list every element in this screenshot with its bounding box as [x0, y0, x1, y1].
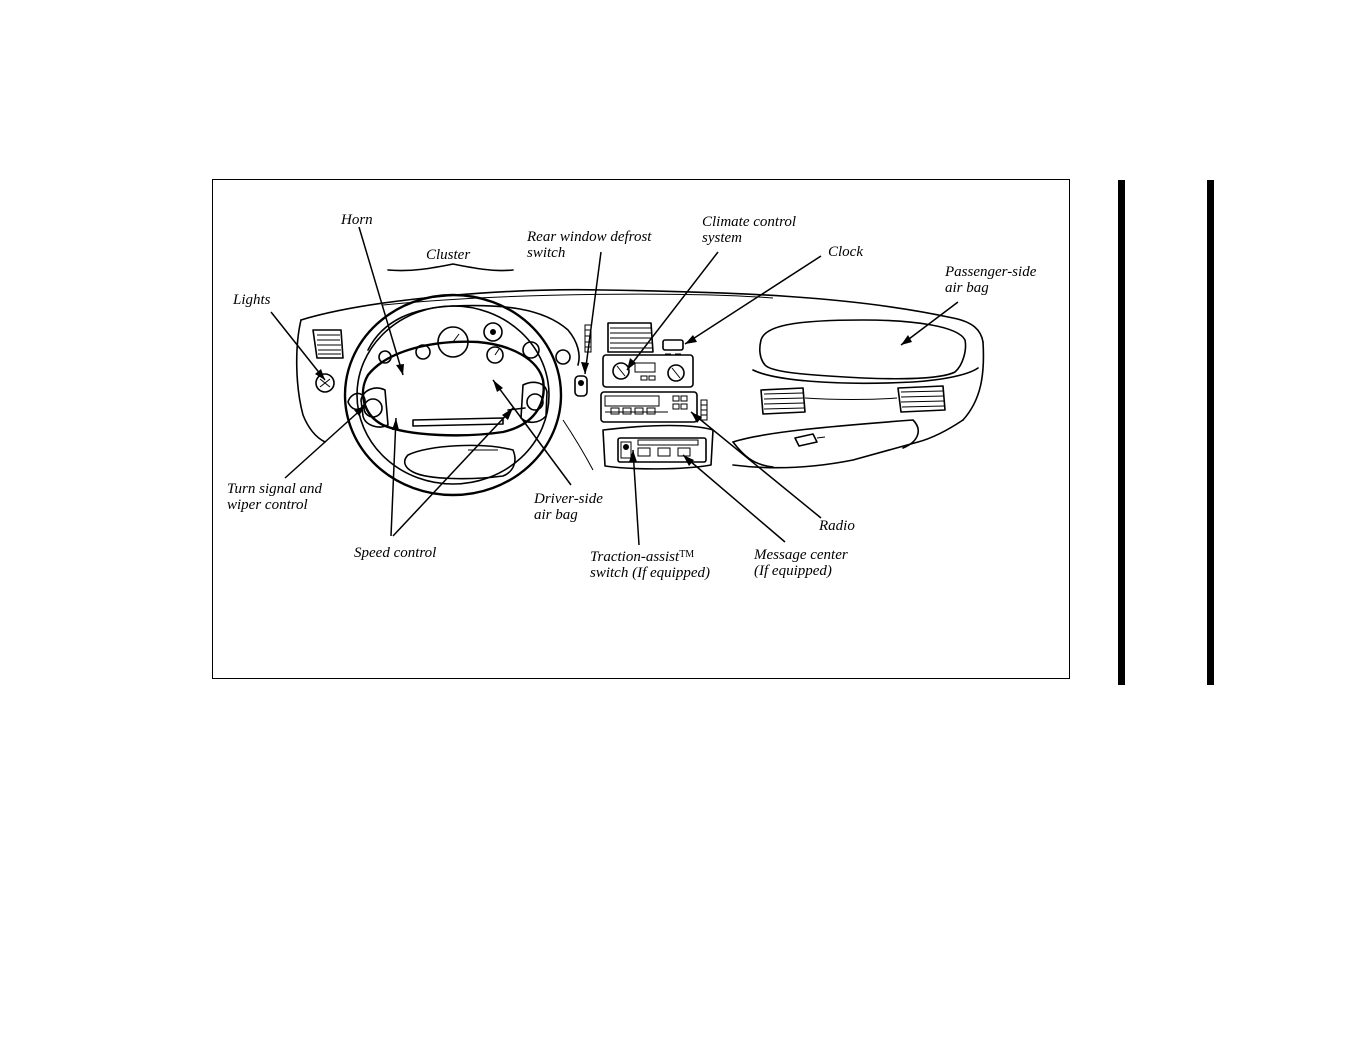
label-driver-airbag: Driver-side air bag: [534, 491, 603, 523]
steering-stalks: [348, 393, 525, 410]
label-speed-control-text: Speed control: [354, 545, 436, 561]
passenger-vent-left: [761, 388, 805, 414]
label-cluster: Cluster: [426, 247, 470, 263]
rear-defrost-switch: [575, 325, 591, 396]
label-climate-line1: Climate control: [702, 214, 796, 230]
label-turn-signal-line1: Turn signal and: [227, 481, 322, 497]
label-message-line2: (If equipped): [754, 563, 848, 579]
label-message-line1: Message center: [754, 547, 848, 563]
label-rear-defrost-line2: switch: [527, 245, 651, 261]
label-driver-airbag-line2: air bag: [534, 507, 603, 523]
leader-lines: [271, 227, 958, 545]
label-passenger-airbag: Passenger-side air bag: [945, 264, 1036, 296]
label-lights-text: Lights: [233, 292, 271, 308]
label-rear-defrost-line1: Rear window defrost: [527, 229, 651, 245]
label-traction-line2: switch (If equipped): [590, 565, 710, 581]
margin-bar-left: [1118, 180, 1125, 685]
label-traction-main: Traction-assist: [590, 549, 679, 565]
figure-frame: Horn Cluster Rear window defrost switch …: [212, 179, 1070, 679]
label-turn-signal-line2: wiper control: [227, 497, 322, 513]
label-passenger-airbag-line2: air bag: [945, 280, 1036, 296]
steering-wheel: [345, 295, 561, 495]
label-traction-tm: TM: [679, 549, 694, 560]
instrument-cluster: [368, 306, 579, 365]
label-rear-defrost: Rear window defrost switch: [527, 229, 651, 261]
label-climate-line2: system: [702, 230, 796, 246]
label-passenger-airbag-line1: Passenger-side: [945, 264, 1036, 280]
label-driver-airbag-line1: Driver-side: [534, 491, 603, 507]
label-horn-text: Horn: [341, 212, 373, 228]
label-horn: Horn: [341, 212, 373, 228]
label-radio-text: Radio: [819, 518, 855, 534]
margin-bar-right: [1207, 180, 1214, 685]
label-cluster-text: Cluster: [426, 247, 470, 263]
label-message-center: Message center (If equipped): [754, 547, 848, 579]
label-traction-line1: Traction-assistTM: [590, 547, 710, 565]
label-turn-signal: Turn signal and wiper control: [227, 481, 322, 513]
label-radio: Radio: [819, 518, 855, 534]
label-climate: Climate control system: [702, 214, 796, 246]
label-lights: Lights: [233, 292, 271, 308]
label-clock-text: Clock: [828, 244, 863, 260]
left-air-vent: [313, 330, 343, 392]
label-speed-control: Speed control: [354, 545, 436, 561]
passenger-dash: [753, 320, 978, 414]
passenger-vent-right: [898, 386, 945, 412]
label-traction-assist: Traction-assistTM switch (If equipped): [590, 547, 710, 581]
label-clock: Clock: [828, 244, 863, 260]
